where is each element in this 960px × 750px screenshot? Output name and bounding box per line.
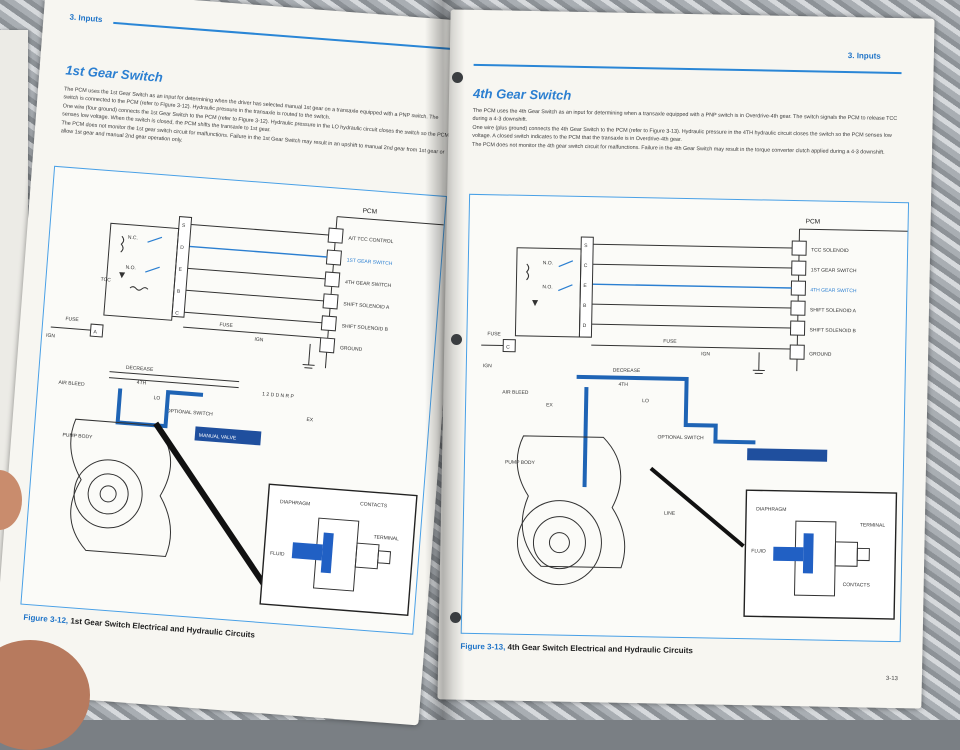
right-body-text: The PCM uses the 4th Gear Switch as an i… <box>472 108 907 160</box>
right-header-rule <box>474 64 902 74</box>
svg-text:LO: LO <box>642 398 649 404</box>
left-pin-label-4: SHIFT SOLENOID A <box>343 301 390 311</box>
svg-text:DIAPHRAGM: DIAPHRAGM <box>756 506 786 513</box>
svg-text:DECREASE: DECREASE <box>613 368 641 375</box>
left-page: 3. Inputs 1st Gear Switch The PCM uses t… <box>0 0 472 725</box>
svg-text:PUMP BODY: PUMP BODY <box>62 432 93 440</box>
right-caption-text: 4th Gear Switch Electrical and Hydraulic… <box>505 643 693 656</box>
svg-text:DECREASE: DECREASE <box>126 365 155 373</box>
right-page: 3. Inputs 4th Gear Switch The PCM uses t… <box>437 9 934 708</box>
binder-hole-top <box>452 72 463 83</box>
svg-text:AIR BLEED: AIR BLEED <box>502 389 529 396</box>
left-figure-diagram: PCM A/T TCC CONTROL 1ST GEAR SWITCH 4TH … <box>21 167 445 634</box>
svg-text:CONTACTS: CONTACTS <box>843 582 871 589</box>
left-figure: PCM A/T TCC CONTROL 1ST GEAR SWITCH 4TH … <box>20 166 447 635</box>
right-heading: 4th Gear Switch <box>473 86 572 103</box>
left-caption-number: Figure 3-12, <box>23 613 68 625</box>
svg-text:C: C <box>584 263 588 269</box>
svg-text:LO: LO <box>153 395 160 402</box>
left-pin-label-6: GROUND <box>340 345 363 353</box>
right-pin-label-4: SHIFT SOLENOID A <box>810 307 857 314</box>
right-pin-label-5: SHIFT SOLENOID B <box>810 327 857 334</box>
left-heading: 1st Gear Switch <box>65 62 163 84</box>
left-header-rule <box>113 22 457 50</box>
svg-text:IGN: IGN <box>46 333 56 340</box>
left-pin-label-3: 4TH GEAR SWITCH <box>345 279 392 289</box>
manual-spread: 3. Inputs 1st Gear Switch The PCM uses t… <box>0 0 960 720</box>
right-pin-label-3: 4TH GEAR SWITCH <box>810 287 857 294</box>
right-figure-diagram: PCM TCC SOLENOID 1ST GEAR SWITCH 4TH GEA… <box>462 195 908 641</box>
svg-text:D: D <box>583 323 587 329</box>
svg-text:LINE: LINE <box>664 511 676 517</box>
svg-text:IGN: IGN <box>254 337 264 344</box>
svg-text:N.O.: N.O. <box>542 284 552 290</box>
svg-text:AIR BLEED: AIR BLEED <box>58 380 85 388</box>
left-body-text: The PCM uses the 1st Gear Switch as an i… <box>60 86 453 167</box>
right-figure: PCM TCC SOLENOID 1ST GEAR SWITCH 4TH GEA… <box>461 194 909 642</box>
svg-text:IGN: IGN <box>701 351 710 357</box>
left-pin-label-1: A/T TCC CONTROL <box>348 236 394 245</box>
svg-text:OPTIONAL SWITCH: OPTIONAL SWITCH <box>657 434 704 441</box>
svg-text:N.C.: N.C. <box>128 235 138 242</box>
svg-text:N.O.: N.O. <box>125 265 136 272</box>
right-section-header: 3. Inputs <box>848 51 881 61</box>
right-pcm-pins: TCC SOLENOID 1ST GEAR SWITCH 4TH GEAR SW… <box>790 241 858 360</box>
left-pin-label-5: SHIFT SOLENOID B <box>341 323 388 333</box>
left-connector: S D E B C <box>172 217 192 318</box>
svg-text:EX: EX <box>546 402 553 408</box>
right-page-number: 3-13 <box>886 676 898 682</box>
left-pcm-title: PCM <box>362 208 377 216</box>
svg-text:FUSE: FUSE <box>219 322 233 329</box>
svg-text:FLUID: FLUID <box>270 551 285 558</box>
right-pin-label-1: TCC SOLENOID <box>811 247 849 254</box>
right-pin-label-2: 1ST GEAR SWITCH <box>811 267 857 274</box>
svg-text:C: C <box>506 345 510 351</box>
binder-hole-bottom <box>450 612 461 623</box>
svg-text:PUMP BODY: PUMP BODY <box>505 460 536 467</box>
left-switch-inset: DIAPHRAGM CONTACTS TERMINAL FLUID <box>260 484 417 615</box>
svg-text:4TH: 4TH <box>618 382 628 388</box>
svg-text:IGN: IGN <box>483 363 492 369</box>
left-pin-label-2: 1ST GEAR SWITCH <box>347 258 393 268</box>
left-section-header: 3. Inputs <box>69 13 102 24</box>
svg-text:EX: EX <box>306 417 314 424</box>
svg-text:OPTIONAL SWITCH: OPTIONAL SWITCH <box>166 408 213 418</box>
binder-hole-middle <box>451 334 462 345</box>
svg-text:FUSE: FUSE <box>663 339 677 345</box>
svg-text:FLUID: FLUID <box>751 548 766 554</box>
right-figure-caption: Figure 3-13, 4th Gear Switch Electrical … <box>460 642 693 655</box>
right-switch-inset: DIAPHRAGM TERMINAL FLUID CONTACTS <box>744 490 896 619</box>
svg-text:TERMINAL: TERMINAL <box>860 522 886 528</box>
svg-text:1 2 D D N R P: 1 2 D D N R P <box>262 391 295 399</box>
svg-text:FUSE: FUSE <box>487 331 501 337</box>
svg-text:N.O.: N.O. <box>543 260 553 266</box>
right-caption-number: Figure 3-13, <box>460 642 505 652</box>
right-pin-label-6: GROUND <box>809 351 832 357</box>
svg-text:FUSE: FUSE <box>65 316 79 323</box>
svg-text:TCC: TCC <box>100 277 111 284</box>
right-pcm-title: PCM <box>806 218 821 225</box>
